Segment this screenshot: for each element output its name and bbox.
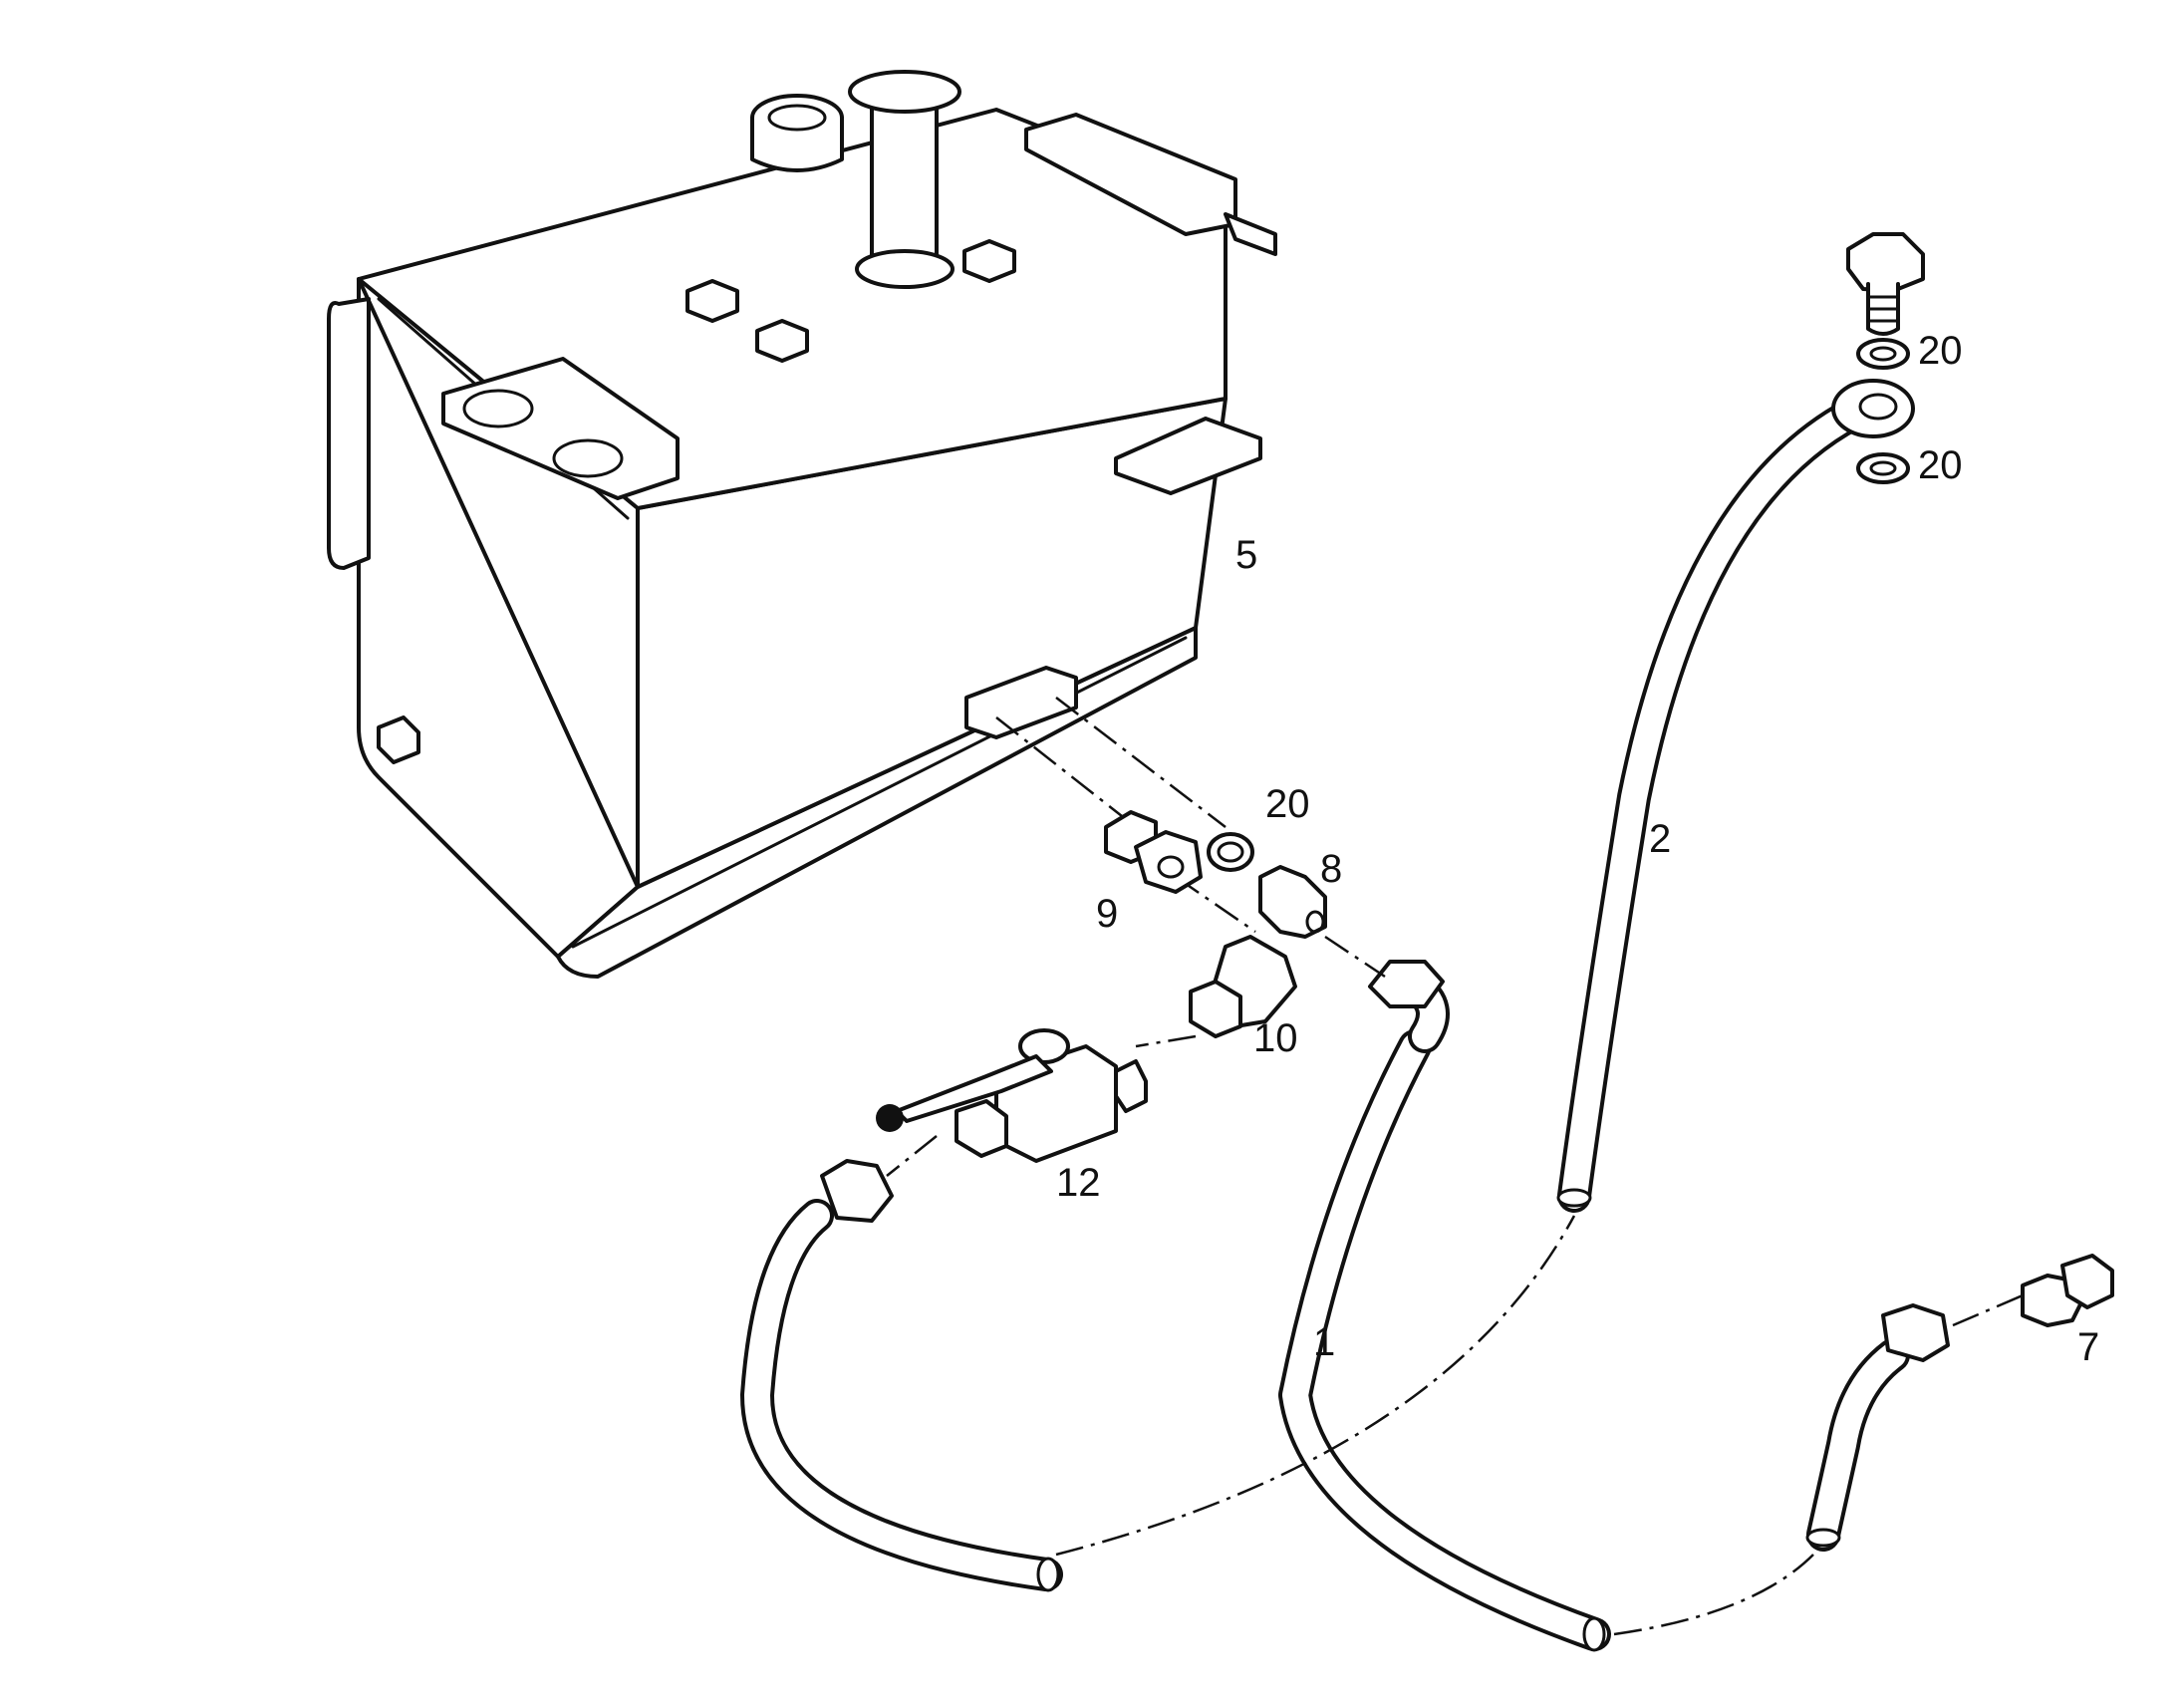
ball-valve-12 (876, 1028, 1148, 1163)
callout-7: 7 (2077, 1325, 2099, 1369)
hose-return (1556, 379, 1915, 1213)
end-fitting-7 (2021, 1254, 2114, 1327)
callout-8: 8 (1320, 847, 1342, 891)
callout-20-bottom: 20 (1918, 443, 1963, 487)
union-fitting-9 (1104, 810, 1203, 894)
washer-top (1856, 338, 1910, 370)
callout-12: 12 (1056, 1161, 1101, 1205)
adapter-8 (1258, 865, 1327, 939)
washer-bottom (1856, 452, 1910, 484)
callout-5: 5 (1235, 533, 1257, 577)
washer-center (1207, 832, 1254, 872)
callout-1: 1 (1313, 1320, 1335, 1364)
hose-short (1805, 1303, 1950, 1552)
hose-valve (740, 1159, 1063, 1592)
callout-10: 10 (1253, 1016, 1298, 1060)
callout-20-top: 20 (1918, 329, 1963, 373)
assembly-leader-lines (886, 697, 2024, 1636)
callout-9: 9 (1096, 892, 1118, 936)
callout-2: 2 (1649, 817, 1671, 861)
fuel-tank (327, 70, 1277, 979)
elbow-10 (1189, 935, 1297, 1038)
hose-main (1278, 960, 1611, 1652)
banjo-bolt (1846, 232, 1925, 336)
callout-20-center: 20 (1265, 782, 1310, 826)
